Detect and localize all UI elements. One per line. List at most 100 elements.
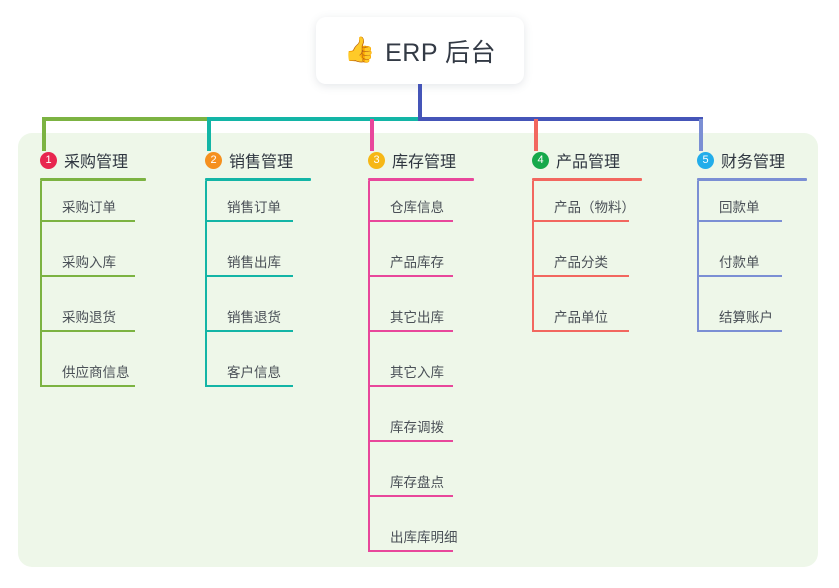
bus-segment-2 bbox=[207, 117, 420, 121]
item-rule bbox=[205, 385, 293, 387]
column-title-2: 销售管理 bbox=[229, 154, 294, 171]
column-title-5: 财务管理 bbox=[721, 154, 786, 171]
column-rule-5 bbox=[697, 178, 807, 181]
drop-connector-3 bbox=[370, 119, 374, 151]
column-header-1[interactable]: 1 采购管理 bbox=[40, 149, 146, 171]
root-node[interactable]: 👍 ERP 后台 bbox=[316, 17, 524, 84]
column-产品管理: 4 产品管理产品（物料） 产品分类产品单位 bbox=[532, 149, 642, 346]
root-stem-connector bbox=[418, 84, 422, 119]
item-客户信息[interactable]: 客户信息 bbox=[205, 361, 315, 387]
item-库存盘点[interactable]: 库存盘点 bbox=[368, 471, 475, 497]
item-rule bbox=[368, 495, 453, 497]
drop-connector-2 bbox=[207, 119, 211, 151]
item-label: 产品库存 bbox=[390, 255, 444, 270]
item-label: 回款单 bbox=[719, 200, 760, 215]
item-rule bbox=[532, 220, 629, 222]
item-label: 客户信息 bbox=[227, 365, 281, 380]
column-财务管理: 5 财务管理回款单付款单结算账户 bbox=[697, 149, 807, 346]
diagram-panel bbox=[18, 133, 818, 567]
item-结算账户[interactable]: 结算账户 bbox=[697, 306, 804, 332]
item-label: 仓库信息 bbox=[390, 200, 444, 215]
item-rule bbox=[205, 275, 293, 277]
item-rule bbox=[40, 385, 135, 387]
column-badge-1: 1 bbox=[40, 151, 57, 169]
item-rule bbox=[205, 220, 293, 222]
column-rule-1 bbox=[40, 178, 146, 181]
column-header-4[interactable]: 4 产品管理 bbox=[532, 149, 642, 171]
column-spine-1 bbox=[40, 181, 42, 385]
item-rule bbox=[40, 330, 135, 332]
column-items-2: 销售订单销售出库销售退货客户信息 bbox=[205, 181, 311, 401]
item-rule bbox=[697, 275, 782, 277]
column-items-1: 采购订单采购入库采购退货供应商信息 bbox=[40, 181, 146, 401]
item-rule bbox=[532, 275, 629, 277]
item-label: 其它入库 bbox=[390, 365, 444, 380]
column-rule-3 bbox=[368, 178, 474, 181]
root-node-title: ERP 后台 bbox=[385, 38, 497, 67]
item-供应商信息[interactable]: 供应商信息 bbox=[40, 361, 157, 387]
item-rule bbox=[368, 275, 453, 277]
column-spine-4 bbox=[532, 181, 534, 330]
item-label: 销售订单 bbox=[227, 200, 281, 215]
item-产品库存[interactable]: 产品库存 bbox=[368, 251, 475, 277]
item-其它出库[interactable]: 其它出库 bbox=[368, 306, 475, 332]
column-header-5[interactable]: 5 财务管理 bbox=[697, 149, 807, 171]
item-销售订单[interactable]: 销售订单 bbox=[205, 196, 315, 222]
item-出库库明细[interactable]: 出库库明细 bbox=[368, 526, 475, 552]
item-label: 产品（物料） bbox=[554, 200, 635, 215]
item-rule bbox=[368, 220, 453, 222]
item-采购订单[interactable]: 采购订单 bbox=[40, 196, 157, 222]
column-badge-2: 2 bbox=[205, 151, 222, 169]
column-title-4: 产品管理 bbox=[556, 154, 621, 171]
column-badge-3: 3 bbox=[368, 151, 385, 169]
item-采购入库[interactable]: 采购入库 bbox=[40, 251, 157, 277]
item-销售出库[interactable]: 销售出库 bbox=[205, 251, 315, 277]
column-items-4: 产品（物料） 产品分类产品单位 bbox=[532, 181, 642, 346]
column-header-2[interactable]: 2 销售管理 bbox=[205, 149, 311, 171]
item-rule bbox=[40, 220, 135, 222]
item-销售退货[interactable]: 销售退货 bbox=[205, 306, 315, 332]
item-rule bbox=[697, 330, 782, 332]
item-付款单[interactable]: 付款单 bbox=[697, 251, 804, 277]
item-库存调拨[interactable]: 库存调拨 bbox=[368, 416, 475, 442]
item-rule bbox=[205, 330, 293, 332]
item-仓库信息[interactable]: 仓库信息 bbox=[368, 196, 475, 222]
column-badge-5: 5 bbox=[697, 151, 714, 169]
item-label: 采购订单 bbox=[62, 200, 116, 215]
item-产品单位[interactable]: 产品单位 bbox=[532, 306, 651, 332]
item-label: 销售出库 bbox=[227, 255, 281, 270]
column-items-5: 回款单付款单结算账户 bbox=[697, 181, 807, 346]
item-rule bbox=[697, 220, 782, 222]
item-label: 库存盘点 bbox=[390, 475, 444, 490]
item-label: 供应商信息 bbox=[62, 365, 130, 380]
item-rule bbox=[368, 330, 453, 332]
item-其它入库[interactable]: 其它入库 bbox=[368, 361, 475, 387]
item-采购退货[interactable]: 采购退货 bbox=[40, 306, 157, 332]
bus-segment-3 bbox=[418, 117, 703, 121]
bus-segment-1 bbox=[42, 117, 209, 121]
item-label: 出库库明细 bbox=[390, 530, 458, 545]
thumbs-up-icon: 👍 bbox=[343, 36, 376, 64]
item-label: 采购退货 bbox=[62, 310, 116, 325]
column-spine-2 bbox=[205, 181, 207, 385]
column-items-3: 仓库信息产品库存其它出库其它入库库存调拨库存盘点出库库明细 bbox=[368, 181, 474, 566]
item-产品分类[interactable]: 产品分类 bbox=[532, 251, 651, 277]
item-label: 库存调拨 bbox=[390, 420, 444, 435]
drop-connector-4 bbox=[534, 119, 538, 151]
item-label: 产品分类 bbox=[554, 255, 608, 270]
item-回款单[interactable]: 回款单 bbox=[697, 196, 804, 222]
column-rule-4 bbox=[532, 178, 642, 181]
item-rule bbox=[532, 330, 629, 332]
column-badge-4: 4 bbox=[532, 151, 549, 169]
item-label: 产品单位 bbox=[554, 310, 608, 325]
column-title-1: 采购管理 bbox=[64, 154, 129, 171]
column-rule-2 bbox=[205, 178, 311, 181]
item-rule bbox=[368, 440, 453, 442]
item-rule bbox=[368, 550, 453, 552]
item-产品（物料）[interactable]: 产品（物料） bbox=[532, 196, 651, 222]
